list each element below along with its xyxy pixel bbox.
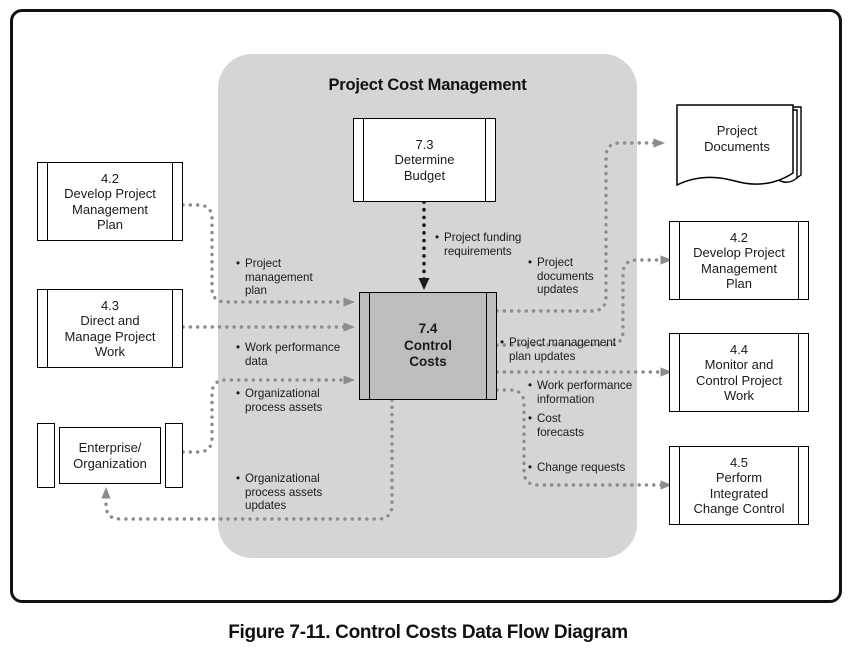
process-bar-right <box>798 447 799 524</box>
process-label: 4.3 Direct and Manage Project Work <box>64 297 156 360</box>
process-box-4-2-develop-project-management-plan[interactable]: 4.2 Develop Project Management Plan <box>37 162 183 241</box>
process-label: 7.3 Determine Budget <box>394 136 455 183</box>
process-label: 4.2 Develop Project Management Plan <box>693 229 785 292</box>
organization-box-enterprise[interactable]: Enterprise/ Organization <box>37 423 183 488</box>
figure-caption: Figure 7-11. Control Costs Data Flow Dia… <box>228 622 628 643</box>
flow-label-work-performance-information: Work performance information <box>528 379 667 406</box>
process-label: 4.4 Monitor and Control Project Work <box>696 341 782 404</box>
flow-label-change-requests: Change requests <box>528 461 657 475</box>
flow-label-organizational-process-assets-updates: Organizational process assets updates <box>236 472 375 513</box>
flow-label-work-performance-data: Work performance data <box>236 341 385 368</box>
organization-body: Enterprise/ Organization <box>59 427 161 484</box>
process-bar-right <box>486 293 487 399</box>
flow-label-cost-forecasts: Cost forecasts <box>528 412 627 439</box>
organization-cap-left <box>37 423 55 488</box>
organization-label: Enterprise/ Organization <box>73 439 147 471</box>
process-bar-right <box>798 334 799 411</box>
process-box-4-2-develop-project-management-plan-output[interactable]: 4.2 Develop Project Management Plan <box>669 221 809 300</box>
process-box-4-3-direct-and-manage-project-work[interactable]: 4.3 Direct and Manage Project Work <box>37 289 183 368</box>
process-bar-left <box>679 334 680 411</box>
flow-label-project-management-plan: Project management plan <box>236 257 355 298</box>
process-label: 4.2 Develop Project Management Plan <box>64 170 156 233</box>
knowledge-area-title: Project Cost Management <box>328 76 527 94</box>
process-bar-right <box>485 119 486 201</box>
process-bar-left <box>47 163 48 240</box>
process-bar-left <box>363 119 364 201</box>
flow-label-project-documents-updates: Project documents updates <box>528 256 627 297</box>
process-box-7-3-determine-budget[interactable]: 7.3 Determine Budget <box>353 118 496 202</box>
process-bar-left <box>679 222 680 299</box>
process-label: 7.4 Control Costs <box>404 321 452 370</box>
process-bar-right <box>798 222 799 299</box>
process-bar-left <box>47 290 48 367</box>
documents-stack-icon <box>676 104 802 187</box>
documents-node-project-documents[interactable]: Project Documents <box>671 97 811 197</box>
process-bar-right <box>172 290 173 367</box>
flow-label-organizational-process-assets: Organizational process assets <box>236 387 375 414</box>
flow-label-project-management-plan-updates: Project management plan updates <box>500 336 659 363</box>
documents-label: Project Documents <box>704 123 770 154</box>
process-box-4-4-monitor-and-control-project-work[interactable]: 4.4 Monitor and Control Project Work <box>669 333 809 412</box>
process-bar-left <box>679 447 680 524</box>
flow-label-project-funding-requirements: Project funding requirements <box>435 231 574 258</box>
process-bar-right <box>172 163 173 240</box>
process-box-4-5-perform-integrated-change-control[interactable]: 4.5 Perform Integrated Change Control <box>669 446 809 525</box>
process-label: 4.5 Perform Integrated Change Control <box>693 454 785 517</box>
organization-cap-right <box>165 423 183 488</box>
